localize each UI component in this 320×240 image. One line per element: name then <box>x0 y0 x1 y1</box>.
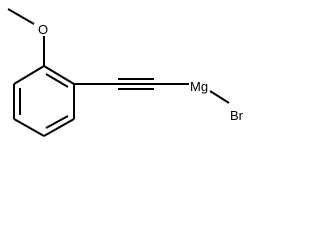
ring-inner-double-bond-lower <box>45 115 69 129</box>
oxygen-atom-label: O <box>38 22 48 37</box>
molecule-drawing: O Mg Br <box>7 8 244 137</box>
bromine-atom-label: Br <box>230 108 244 123</box>
ring-bond-top-to-right <box>43 65 75 85</box>
methyl-oxygen-bond <box>7 8 35 25</box>
ring-bond-right-to-bottom <box>43 118 75 137</box>
magnesium-atom-label: Mg <box>190 79 208 94</box>
magnesium-bromine-bond <box>209 90 230 104</box>
ring-bond-bottom-to-left <box>13 118 45 137</box>
ring-inner-double-bond-upper <box>45 73 69 88</box>
chemical-structure-diagram: O Mg Br <box>0 0 252 152</box>
ring-bond-left-to-top <box>13 65 45 85</box>
